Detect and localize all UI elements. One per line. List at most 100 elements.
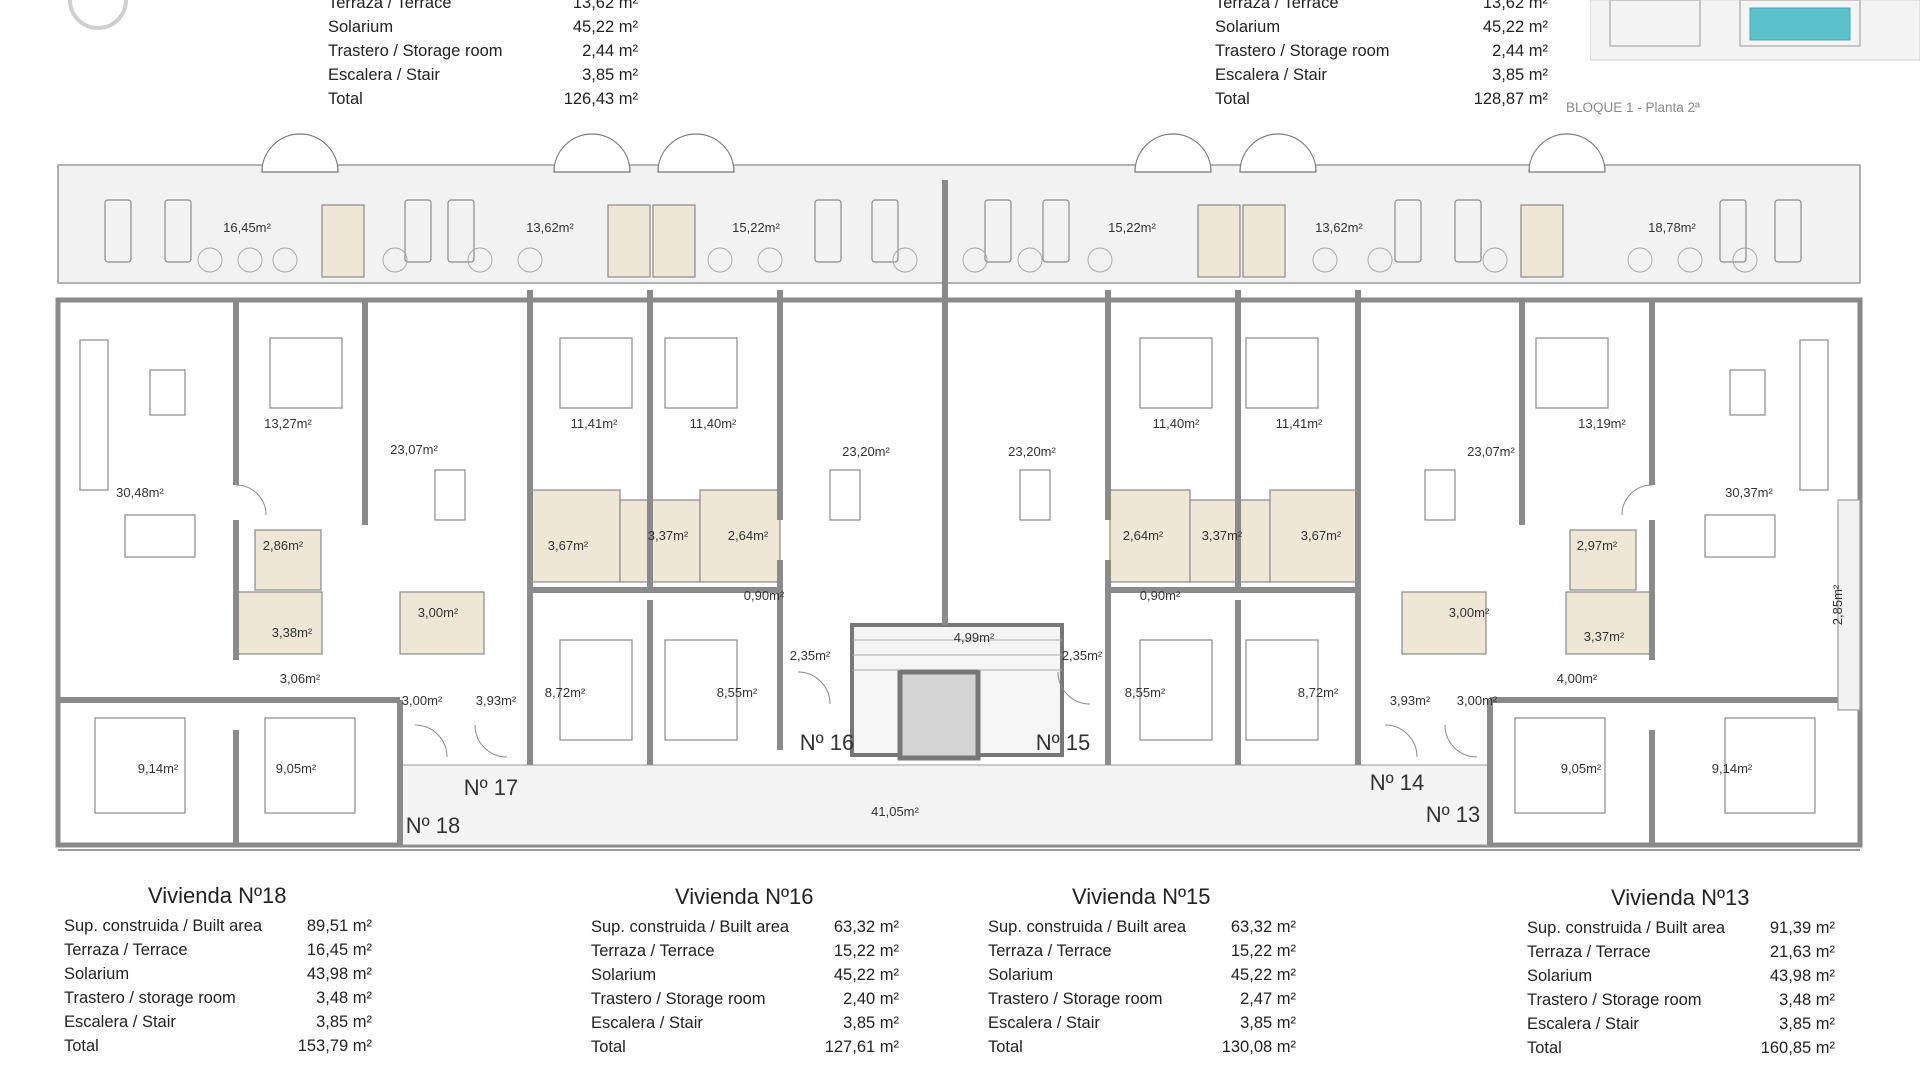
room-area-label: 3,67m² <box>548 538 589 553</box>
room-area-label: 3,67m² <box>1301 528 1342 543</box>
vivienda-15-table: Vivienda Nº15 Sup. construida / Built ar… <box>988 884 1296 1062</box>
room-area-label: 9,05m² <box>1561 761 1602 776</box>
room-area-label: 23,20m² <box>1008 444 1056 459</box>
vivienda-16-table: Vivienda Nº16 Sup. construida / Built ar… <box>591 884 899 1062</box>
unit-number-label: Nº 17 <box>464 775 519 800</box>
room-area-label: 13,19m² <box>1578 416 1626 431</box>
room-area-label: 8,55m² <box>717 685 758 700</box>
spiral-stairs <box>261 133 1606 173</box>
unit-number-label: Nº 15 <box>1036 730 1091 755</box>
room-area-label: 11,41m² <box>1276 416 1323 431</box>
unit-number-label: Nº 13 <box>1426 802 1481 827</box>
key-plan-highlight <box>1749 7 1851 41</box>
terrace-area-label: 15,22m² <box>1108 220 1156 235</box>
room-area-label: 8,72m² <box>545 685 586 700</box>
room-area-label: 3,93m² <box>1390 693 1431 708</box>
corridor <box>399 764 1491 846</box>
room-area-label: 11,40m² <box>1153 416 1200 431</box>
room-area-label: 4,99m² <box>954 630 995 645</box>
terrace-storage-rooms <box>321 204 1564 278</box>
logo-fragment <box>68 0 128 30</box>
room-area-label: 2,64m² <box>728 528 769 543</box>
core-stair-treads <box>852 639 1062 671</box>
doors <box>235 484 1653 758</box>
room-area-label: 2,85m² <box>1830 584 1845 625</box>
room-area-label: 3,00m² <box>1457 693 1498 708</box>
room-area-label: 3,37m² <box>1202 528 1243 543</box>
key-plan-caption: BLOQUE 1 - Planta 2ª <box>1566 100 1701 115</box>
vivienda-title: Vivienda Nº15 <box>1072 884 1211 909</box>
room-area-label: 3,37m² <box>1584 629 1625 644</box>
vivienda-title: Vivienda Nº18 <box>148 883 287 908</box>
room-area-label: 9,14m² <box>138 761 179 776</box>
room-area-label: 13,27m² <box>264 416 312 431</box>
room-area-label: 2,86m² <box>263 538 304 553</box>
room-area-label: 3,38m² <box>272 625 313 640</box>
room-area-label: 2,64m² <box>1123 528 1164 543</box>
room-area-label: 4,00m² <box>1557 671 1598 686</box>
deck-chairs <box>104 199 1802 263</box>
vivienda-18-table: Vivienda Nº18 Sup. construida / Built ar… <box>64 883 372 1061</box>
lift-shaft <box>897 669 981 761</box>
room-area-label: 3,00m² <box>1449 605 1490 620</box>
furniture <box>79 337 1829 814</box>
room-area-label: 2,35m² <box>1062 648 1103 663</box>
room-area-label: 11,41m² <box>571 416 618 431</box>
vivienda-13-table: Vivienda Nº13 Sup. construida / Built ar… <box>1527 885 1835 1063</box>
room-area-label: 23,20m² <box>842 444 890 459</box>
terrace-area-label: 13,62m² <box>526 220 574 235</box>
room-area-label: 0,90m² <box>744 588 785 603</box>
room-area-label: 11,40m² <box>690 416 737 431</box>
room-area-label: 2,97m² <box>1577 538 1618 553</box>
room-area-label: 0,90m² <box>1140 588 1181 603</box>
room-area-label: 9,05m² <box>276 761 317 776</box>
room-area-label: 41,05m² <box>871 804 919 819</box>
room-area-label: 3,00m² <box>418 605 459 620</box>
terrace-area-label: 16,45m² <box>223 220 271 235</box>
room-area-label: 3,06m² <box>280 671 321 686</box>
terrace-area-label: 15,22m² <box>732 220 780 235</box>
unit-number-label: Nº 14 <box>1370 770 1425 795</box>
key-plan-thumbnail <box>1590 0 1920 61</box>
room-area-label: 8,55m² <box>1125 685 1166 700</box>
room-area-label: 3,37m² <box>648 528 689 543</box>
bathrooms <box>235 489 1653 655</box>
unit-number-label: Nº 16 <box>800 730 855 755</box>
unit-number-label: Nº 18 <box>406 813 461 838</box>
unit-number-labels: Nº 16 Nº 15 Nº 17 Nº 14 Nº 18 Nº 13 <box>406 730 1481 838</box>
room-area-label: 9,14m² <box>1712 761 1753 776</box>
vivienda-title: Vivienda Nº16 <box>675 884 814 909</box>
